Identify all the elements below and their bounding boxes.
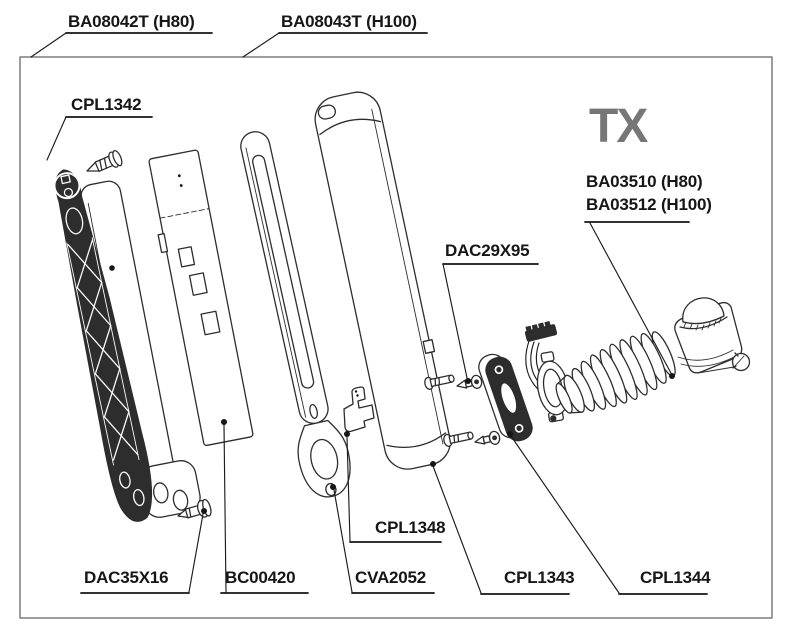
kit-label-h100: BA08043T (H100) [281, 12, 417, 31]
part-label-cpl1343: CPL1343 [504, 568, 575, 587]
part-label-cva2052: CVA2052 [355, 568, 427, 587]
actuator-label-h100: BA03512 (H100) [586, 195, 712, 214]
part-label-cpl1348: CPL1348 [375, 518, 446, 537]
part-drawing-cva2052-bar [240, 131, 351, 498]
part-drawing-cpl1348-clip [343, 386, 375, 433]
part-label-dac35x16: DAC35X16 [84, 568, 169, 587]
part-drawing-tx-actuator-head [674, 297, 751, 374]
kit-label-h80: BA08042T (H80) [68, 12, 195, 31]
part-drawing-bc00420-plate [148, 149, 254, 447]
diagram-frame-border [19, 56, 773, 619]
part-drawing-rack-body [80, 180, 201, 518]
actuator-label-h80: BA03510 (H80) [586, 172, 703, 191]
leader-lines [30, 32, 675, 594]
part-drawing-dac29x95-screws [424, 374, 501, 447]
part-drawing-cpl1343-cover [314, 91, 451, 470]
part-label-cpl1342: CPL1342 [71, 95, 142, 114]
part-label-cpl1344: CPL1344 [640, 568, 711, 587]
label-underlines [65, 32, 708, 595]
tx-logo: TX [589, 100, 648, 153]
part-label-bc00420: BC00420 [225, 568, 296, 587]
part-drawing-bellows [555, 331, 676, 414]
part-drawing-cpl1342-arm [53, 169, 153, 522]
part-drawing-screw-top [86, 149, 123, 172]
part-drawing-cpl1344-bracket [478, 353, 533, 442]
part-label-dac29x95: DAC29X95 [445, 241, 530, 260]
